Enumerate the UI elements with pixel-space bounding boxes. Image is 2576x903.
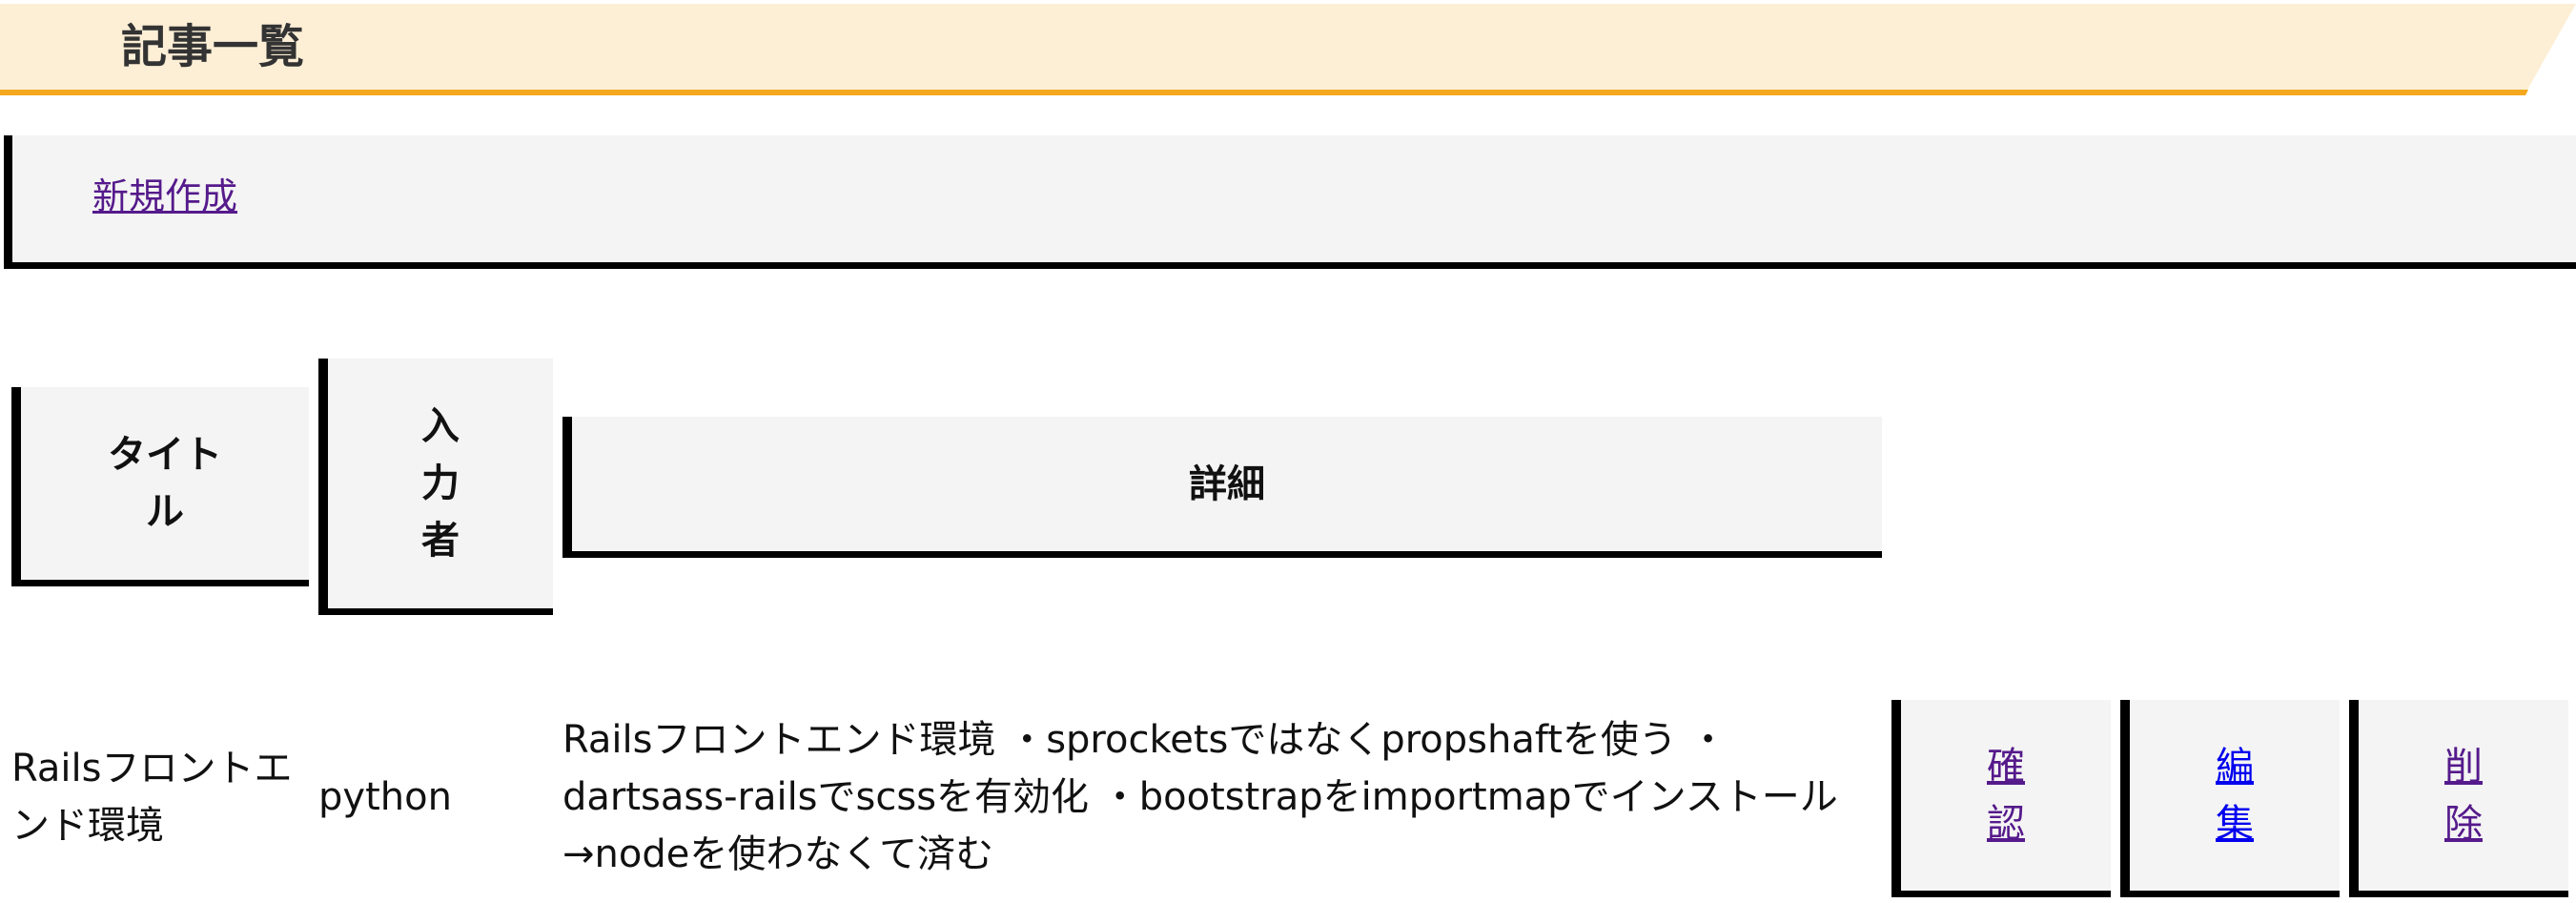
column-header-author-label: 入 力 者: [421, 404, 460, 563]
delete-button-box: 削除: [2349, 700, 2568, 897]
column-header-author: 入 力 者: [318, 359, 553, 615]
column-header-detail: 詳細: [562, 417, 1882, 558]
page-title: 記事一覧: [121, 20, 305, 73]
page-header: 記事一覧: [0, 4, 2576, 97]
new-article-link[interactable]: 新規作成: [92, 175, 238, 217]
show-article-link[interactable]: 確認: [1987, 745, 2025, 846]
row-title: Railsフロントエ ンド環境: [11, 747, 293, 848]
column-header-title-label: タイト ル: [108, 433, 222, 534]
row-detail: Railsフロントエンド環境 ・sprocketsではなくpropshaftを使…: [562, 718, 1838, 876]
edit-article-link[interactable]: 編集: [2216, 745, 2254, 846]
row-author: python: [318, 775, 452, 819]
edit-button-box: 編集: [2120, 700, 2340, 897]
column-header-title: タイト ル: [11, 387, 309, 586]
header-banner-shape: [0, 4, 2576, 95]
show-button-box: 確認: [1891, 700, 2111, 897]
column-header-detail-label: 詳細: [1189, 462, 1265, 506]
action-bar: 新規作成: [4, 135, 2576, 269]
delete-article-link[interactable]: 削除: [2444, 745, 2483, 846]
